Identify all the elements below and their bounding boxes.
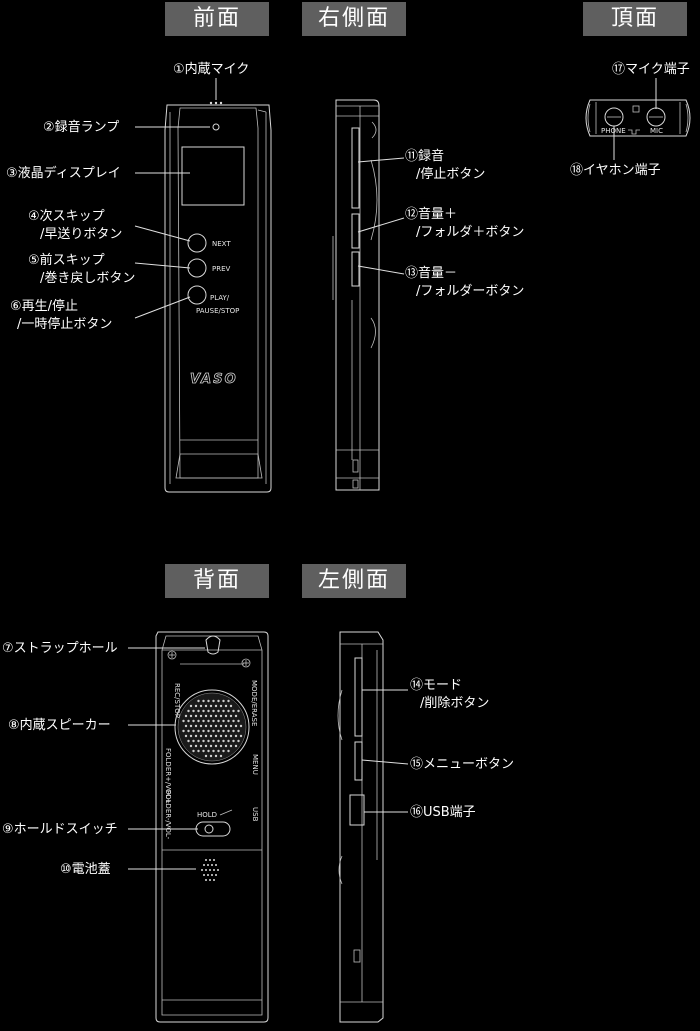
label-earphone-jack: ⑱イヤホン端子: [570, 163, 661, 178]
label-mic-jack: ⑰マイク端子: [612, 62, 690, 77]
label-vol-down: ⑬音量－: [405, 266, 458, 281]
menu-text: MENU: [251, 754, 259, 775]
label-usb-port: ⑯USB端子: [410, 805, 476, 820]
folder-vol-plus-text: FOLDER+/VOL+: [164, 748, 172, 804]
label-vol-down-sub: /フォルダーボタン: [416, 284, 525, 299]
header-back: 背面: [165, 564, 269, 598]
rec-lamp: [212, 123, 220, 131]
label-play: ⑥再生/停止: [10, 299, 79, 314]
brand-logo: VASO: [190, 372, 238, 387]
header-left-side: 左側面: [302, 564, 406, 598]
header-top: 頂面: [583, 2, 687, 36]
label-prev-skip-sub: /巻き戻しボタン: [40, 271, 136, 286]
label-next-skip: ④次スキップ: [28, 209, 105, 224]
mic-text: MIC: [650, 127, 663, 135]
usb-text: USB: [251, 807, 259, 822]
header-right-side: 右側面: [302, 2, 406, 36]
label-menu-button: ⑮メニューボタン: [410, 757, 515, 772]
speaker-grille-holes: [182, 699, 243, 758]
mode-erase-text: MODE/ERASE: [250, 680, 258, 726]
header-front: 前面: [165, 2, 269, 36]
battery-cover-holes: [201, 859, 219, 881]
builtin-mic-holes: [209, 101, 223, 105]
label-mode-button: ⑭モード: [410, 678, 463, 693]
next-text: NEXT: [212, 240, 231, 248]
label-battery-cover: ⑩電池蓋: [60, 862, 111, 877]
label-vol-up-sub: /フォルダ＋ボタン: [416, 225, 525, 240]
right-side-device: [332, 99, 380, 491]
label-rec-lamp: ②録音ランプ: [43, 120, 120, 135]
label-lcd: ③液晶ディスプレイ: [6, 166, 121, 181]
phone-text: PHONE: [601, 127, 626, 135]
rec-stop-text: REC/STOP: [173, 683, 181, 718]
hold-text: HOLD: [197, 811, 217, 819]
play-button: [187, 285, 207, 305]
label-builtin-mic: ①内蔵マイク: [173, 62, 250, 77]
label-vol-up: ⑫音量＋: [405, 207, 458, 222]
prev-text: PREV: [212, 265, 231, 273]
play-text-2: PAUSE/STOP: [196, 307, 239, 315]
label-rec-button-sub: /停止ボタン: [416, 167, 486, 182]
leader-lines: [128, 78, 657, 870]
top-device: PHONE MIC: [585, 99, 691, 137]
play-text-1: PLAY/: [210, 294, 230, 302]
label-rec-button: ⑪録音: [405, 149, 445, 164]
folder-vol-minus-text: FOLDER-/VOL-: [164, 790, 172, 840]
label-strap-hole: ⑦ストラップホール: [2, 641, 118, 656]
label-prev-skip: ⑤前スキップ: [28, 253, 105, 268]
lcd-display: [181, 146, 245, 206]
prev-button: [187, 258, 207, 278]
left-side-device: [337, 631, 384, 1023]
next-button: [187, 233, 207, 253]
label-play-sub: /一時停止ボタン: [17, 317, 113, 332]
label-next-skip-sub: /早送りボタン: [40, 227, 123, 242]
usb-port: [349, 794, 365, 826]
speaker-grille: [174, 689, 250, 765]
strap-hole: [205, 635, 221, 655]
label-mode-button-sub: /削除ボタン: [420, 696, 490, 711]
front-device: NEXT PREV PLAY/ PAUSE/STOP VASO: [164, 101, 272, 493]
label-hold-switch: ⑨ホールドスイッチ: [2, 822, 118, 837]
label-speaker: ⑧内蔵スピーカー: [8, 718, 111, 733]
back-device: REC/STOP MODE/ERASE FOLDER+/VOL+ MENU FO…: [155, 631, 269, 1023]
